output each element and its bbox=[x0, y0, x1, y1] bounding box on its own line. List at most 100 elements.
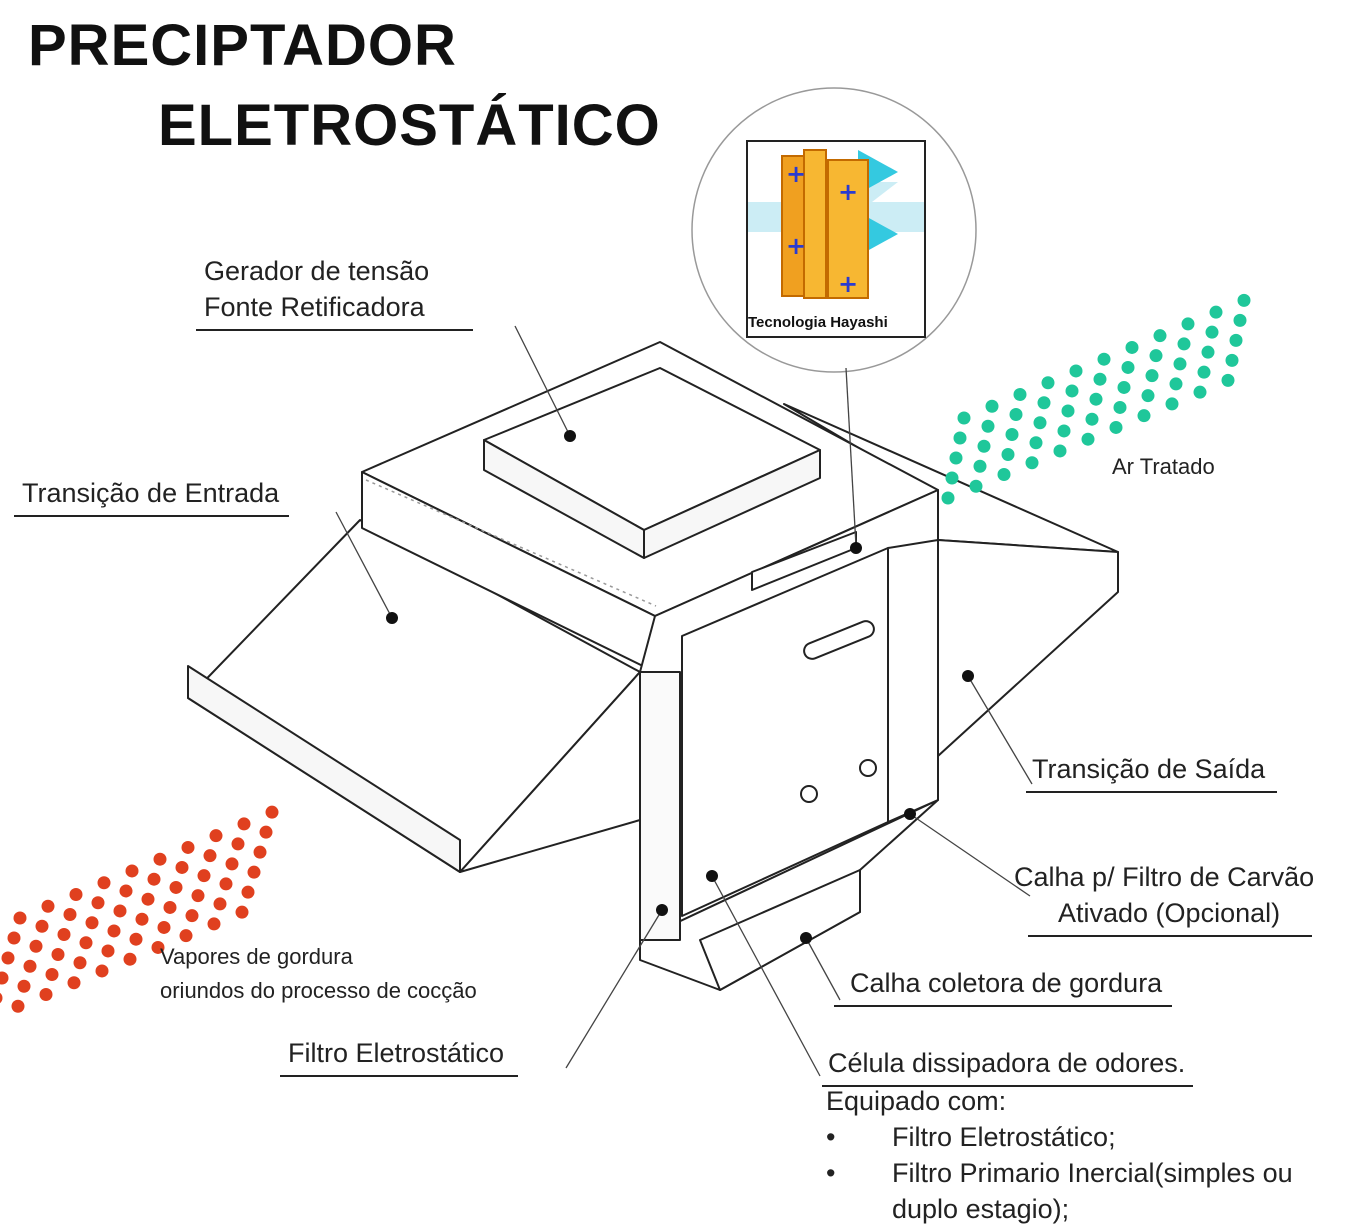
particle bbox=[1009, 407, 1023, 421]
particle bbox=[79, 936, 93, 950]
particle bbox=[209, 829, 223, 843]
particle bbox=[39, 987, 53, 1001]
label-filtro-eletrostatico: Filtro Eletrostático bbox=[280, 1038, 519, 1077]
callout-dot-entrada bbox=[386, 612, 398, 624]
label-transicao-entrada: Transição de Entrada bbox=[14, 478, 290, 517]
particle bbox=[957, 411, 971, 425]
particle bbox=[1149, 349, 1163, 363]
particle bbox=[1081, 432, 1095, 446]
particle bbox=[119, 884, 133, 898]
particle bbox=[1117, 380, 1131, 394]
label-calha-gordura: Calha coletora de gordura bbox=[834, 968, 1173, 1007]
particle bbox=[1069, 364, 1083, 378]
particle bbox=[169, 880, 183, 894]
particle bbox=[1165, 397, 1179, 411]
particle bbox=[57, 927, 71, 941]
leader-calha bbox=[805, 937, 841, 1001]
bullet-dot-1: • bbox=[826, 1122, 836, 1152]
particle bbox=[1121, 360, 1135, 374]
particle bbox=[1061, 404, 1075, 418]
particle bbox=[1, 951, 15, 965]
grease-trough-channel bbox=[699, 869, 861, 991]
particle bbox=[135, 912, 149, 926]
particle bbox=[231, 837, 245, 851]
particle bbox=[101, 944, 115, 958]
callout-dot-gerador bbox=[564, 430, 576, 442]
particle bbox=[1097, 352, 1111, 366]
particle bbox=[1065, 384, 1079, 398]
outlet-transition bbox=[937, 539, 1119, 757]
particle bbox=[69, 887, 83, 901]
particle bbox=[1025, 456, 1039, 470]
outlet-particles bbox=[941, 293, 1251, 505]
particle bbox=[151, 940, 165, 954]
particle bbox=[1093, 372, 1107, 386]
particle bbox=[247, 865, 261, 879]
housing-side-post bbox=[639, 671, 681, 941]
particle bbox=[181, 840, 195, 854]
particle bbox=[97, 876, 111, 890]
particle bbox=[997, 467, 1011, 481]
particle bbox=[1169, 377, 1183, 391]
electrostatic-plates-icon: ++++ bbox=[748, 149, 924, 299]
particle bbox=[1109, 420, 1123, 434]
particle bbox=[1141, 389, 1155, 403]
particle bbox=[1209, 305, 1223, 319]
particle bbox=[11, 999, 25, 1013]
particle bbox=[29, 939, 43, 953]
particle bbox=[977, 439, 991, 453]
particle bbox=[237, 817, 251, 831]
particle bbox=[157, 920, 171, 934]
particle bbox=[163, 900, 177, 914]
inlet-transition-lip bbox=[187, 665, 461, 873]
particle bbox=[985, 399, 999, 413]
svg-text:+: + bbox=[838, 270, 858, 298]
leader-filtro bbox=[565, 909, 663, 1069]
particle bbox=[1125, 340, 1139, 354]
door-bolt-1 bbox=[800, 785, 818, 803]
particle bbox=[253, 845, 267, 859]
particle bbox=[1225, 353, 1239, 367]
particle bbox=[107, 924, 121, 938]
outlet-lower-frame bbox=[887, 539, 939, 823]
particle bbox=[973, 459, 987, 473]
label-celula: Célula dissipadora de odores. bbox=[822, 1048, 1194, 1087]
particle bbox=[1193, 385, 1207, 399]
svg-text:+: + bbox=[786, 160, 806, 188]
inset-circle bbox=[691, 87, 977, 373]
leader-inset bbox=[845, 367, 857, 547]
particle bbox=[179, 929, 193, 943]
particle bbox=[1033, 416, 1047, 430]
particle bbox=[1173, 357, 1187, 371]
particle bbox=[191, 889, 205, 903]
door-handle bbox=[803, 620, 875, 660]
generator-box-front-right bbox=[643, 449, 821, 559]
particle bbox=[953, 431, 967, 445]
particle bbox=[1177, 337, 1191, 351]
particle bbox=[1153, 329, 1167, 343]
inset-caption: Tecnologia Hayashi bbox=[748, 314, 888, 331]
particle bbox=[1145, 369, 1159, 383]
list-item-3: duplo estagio); bbox=[892, 1194, 1070, 1224]
particle bbox=[941, 491, 955, 505]
particle bbox=[45, 967, 59, 981]
svg-text:+: + bbox=[838, 178, 858, 206]
leader-gerador bbox=[514, 325, 571, 437]
particle bbox=[969, 479, 983, 493]
particle bbox=[1013, 387, 1027, 401]
callout-dot-calha bbox=[800, 932, 812, 944]
list-item-2: Filtro Primario Inercial(simples ou bbox=[892, 1158, 1293, 1188]
particle bbox=[1113, 400, 1127, 414]
particle bbox=[265, 805, 279, 819]
particle bbox=[241, 885, 255, 899]
label-gerador-line2: Fonte Retificadora bbox=[196, 292, 473, 331]
particle bbox=[147, 872, 161, 886]
particle bbox=[129, 932, 143, 946]
particle bbox=[213, 897, 227, 911]
particle bbox=[113, 904, 127, 918]
particle bbox=[23, 959, 37, 973]
title-line-2: ELETROSTÁTICO bbox=[158, 93, 661, 158]
label-calha-carvao-line2: Ativado (Opcional) bbox=[1028, 898, 1313, 937]
particle bbox=[153, 852, 167, 866]
particle bbox=[1137, 409, 1151, 423]
